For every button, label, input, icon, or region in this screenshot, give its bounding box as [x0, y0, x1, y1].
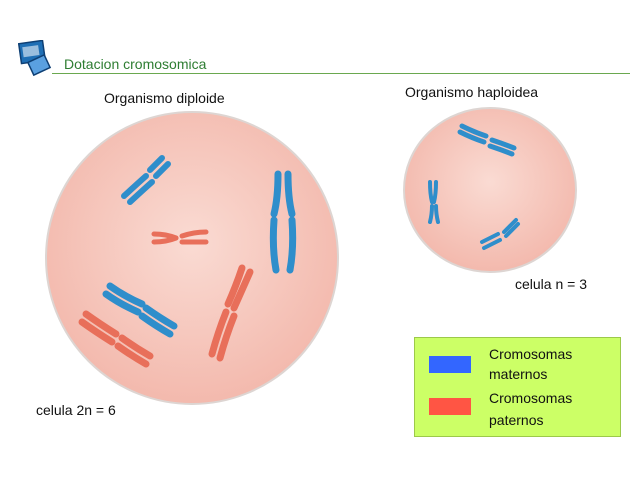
haploid-chromosome-left — [428, 180, 440, 224]
maternal-swatch — [429, 356, 471, 373]
paternal-label-line1: Cromosomas — [489, 390, 573, 406]
paternal-chromosome-small — [151, 229, 209, 245]
haploid-cell — [400, 104, 580, 276]
diploid-heading: Organismo diploide — [104, 90, 225, 106]
maternal-chromosome-large — [269, 170, 297, 274]
haploid-heading: Organismo haploidea — [405, 84, 539, 100]
haploid-chromosome-top — [457, 123, 517, 157]
paternal-label-line2: paternos — [489, 412, 544, 428]
maternal-label-line1: Cromosomas — [489, 346, 573, 362]
paternal-chromosome-large — [208, 264, 254, 362]
maternal-label-line2: maternos — [489, 366, 548, 382]
haploid-chromosome-bottom — [480, 218, 520, 250]
diploid-cell — [42, 108, 342, 408]
slide-title: Dotacion cromosomica — [64, 56, 207, 72]
paternal-chromosome-medium — [78, 310, 154, 368]
maternal-chromosome-small — [121, 155, 171, 205]
paternal-swatch — [429, 398, 471, 415]
legend-box: Cromosomas maternos Cromosomas paternos — [414, 337, 621, 437]
title-underline — [52, 73, 630, 74]
maternal-chromosome-medium — [102, 282, 178, 338]
slide-logo-icon — [18, 40, 52, 78]
haploid-cell-label: celula n = 3 — [515, 276, 587, 292]
diploid-cell-label: celula 2n = 6 — [36, 402, 116, 418]
